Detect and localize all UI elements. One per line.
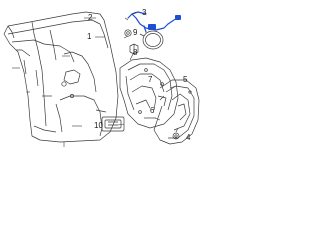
parts-illustration xyxy=(3,11,200,147)
clip-drawing xyxy=(124,29,132,37)
callout-10: 10 xyxy=(94,121,103,130)
quarter-panel-drawing xyxy=(3,11,119,143)
cover-plate-drawing xyxy=(101,116,125,132)
callout-7: 7 xyxy=(148,75,153,84)
callout-2: 2 xyxy=(88,13,93,22)
callout-1: 1 xyxy=(87,32,92,41)
callout-4: 4 xyxy=(186,133,191,142)
fender-liner-drawing xyxy=(153,79,200,145)
callout-6: 6 xyxy=(150,106,155,115)
fuel-lid-actuator-drawing xyxy=(127,11,181,33)
callout-8: 8 xyxy=(133,48,138,57)
leader-lines xyxy=(12,11,179,147)
callout-3: 3 xyxy=(142,8,147,17)
inner-fender-liner-drawing xyxy=(119,57,179,129)
callout-9: 9 xyxy=(133,28,138,37)
parts-diagram: 2 1 10 3 9 8 7 5 6 4 xyxy=(0,0,200,147)
fuel-door-drawing xyxy=(139,30,164,50)
callout-5: 5 xyxy=(183,75,188,84)
